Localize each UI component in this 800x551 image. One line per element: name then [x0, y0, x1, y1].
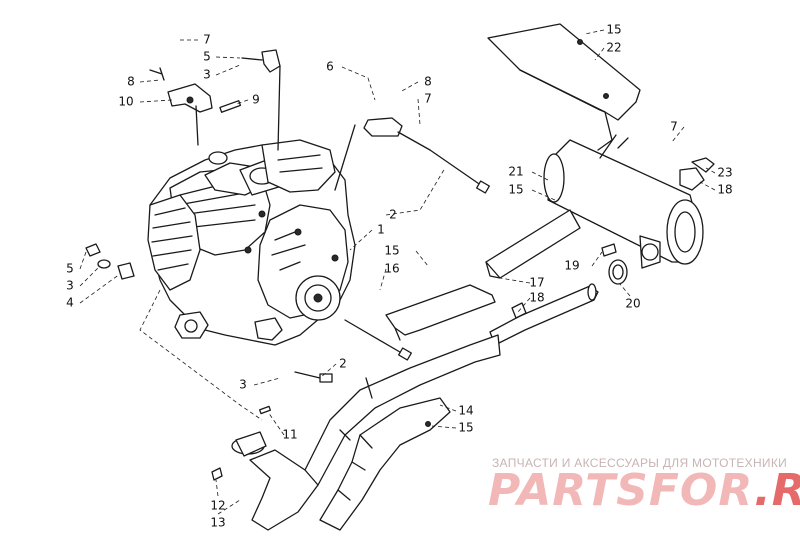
engine-mount-bracket — [149, 49, 281, 151]
mid-heat-shield — [485, 209, 581, 279]
callout-c1: 1 — [377, 223, 385, 237]
callout-c7a: 7 — [203, 33, 211, 47]
callout-c23: 23 — [717, 166, 732, 180]
callout-c15a: 15 — [606, 23, 621, 37]
exhaust-gasket — [601, 243, 628, 285]
muffler-heat-shield-upper — [487, 23, 641, 151]
callout-c19: 19 — [564, 259, 579, 273]
watermark-logo-domain: .RU — [754, 465, 800, 516]
callout-c21: 21 — [508, 165, 523, 179]
left-fasteners — [85, 243, 135, 280]
callout-c2a: 2 — [389, 208, 397, 222]
callout-c10: 10 — [118, 95, 133, 109]
callout-c17: 17 — [529, 276, 544, 290]
callout-c9: 9 — [252, 93, 260, 107]
lower-heat-shield — [385, 284, 496, 341]
watermark-caption: ЗАПЧАСТИ И АКСЕССУАРЫ ДЛЯ МОТОТЕХНИКИ — [492, 456, 787, 470]
callout-c5a: 5 — [203, 50, 211, 64]
callout-c7c: 7 — [670, 120, 678, 134]
exhaust-header-pipe — [211, 334, 501, 531]
callout-c22: 22 — [606, 41, 621, 55]
callout-c15d: 15 — [458, 421, 473, 435]
rear-mount-bracket — [334, 117, 490, 194]
watermark-logo: PARTSFOR.RU — [488, 465, 800, 516]
watermark-logo-main: PARTSFOR — [488, 465, 754, 516]
leader-lines — [79, 29, 716, 515]
callout-c7b: 7 — [424, 92, 432, 106]
callout-c2b: 2 — [339, 357, 347, 371]
callout-c16: 16 — [384, 262, 399, 276]
engine-assembly — [147, 139, 356, 346]
callout-c3a: 3 — [203, 68, 211, 82]
callout-c15b: 15 — [508, 183, 523, 197]
callout-c14: 14 — [458, 404, 473, 418]
header-heat-shield — [319, 397, 451, 531]
lower-engine-stud — [294, 319, 412, 383]
callout-c12: 12 — [210, 499, 225, 513]
callout-c13: 13 — [210, 516, 225, 530]
callout-c15c: 15 — [384, 244, 399, 258]
callout-c5b: 5 — [66, 262, 74, 276]
callout-c4: 4 — [66, 296, 74, 310]
callout-c20: 20 — [625, 297, 640, 311]
callout-c18a: 18 — [717, 183, 732, 197]
callout-c3c: 3 — [239, 378, 247, 392]
callout-c8a: 8 — [127, 75, 135, 89]
callout-c3b: 3 — [66, 279, 74, 293]
watermark: ЗАПЧАСТИ И АКСЕССУАРЫ ДЛЯ МОТОТЕХНИКИ PA… — [488, 456, 800, 516]
callout-c18b: 18 — [529, 291, 544, 305]
callout-c6: 6 — [326, 60, 334, 74]
muffler — [543, 134, 715, 269]
callout-c8b: 8 — [424, 75, 432, 89]
callout-c11: 11 — [282, 428, 297, 442]
